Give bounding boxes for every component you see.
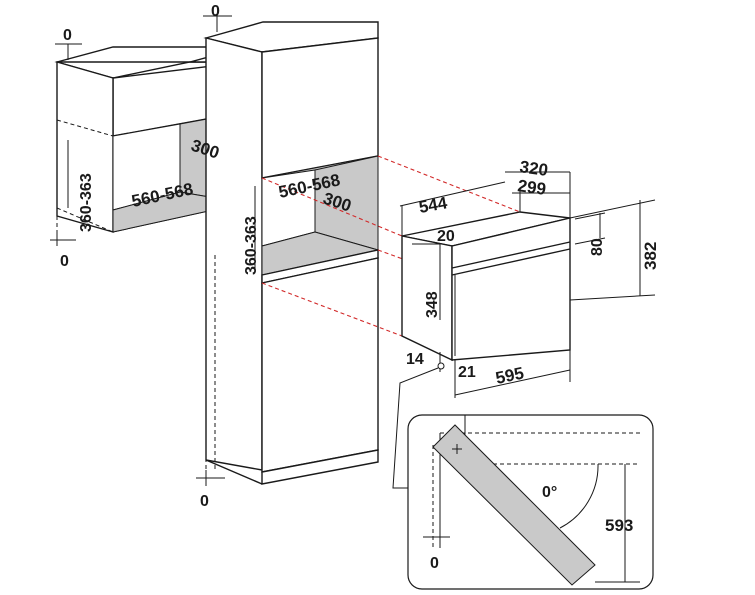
oven-bottom-offset-label: 14 [406,351,424,368]
wall-top-gap-label: 0 [63,27,72,44]
tall-cabinet [196,15,379,486]
oven-body-height-label: 348 [424,291,441,318]
oven-depth-total-label: 320 [518,157,549,180]
oven [399,171,656,398]
tall-niche-height-label: 360-363 [243,216,260,275]
door-gap-label: 0 [430,555,439,572]
tall-top-gap-label: 0 [211,3,220,20]
wall-niche-height-label: 360-363 [78,173,95,232]
door-angle-label: 0° [542,484,557,501]
oven-side-offset-label: 21 [458,364,476,381]
oven-front-width-label: 595 [494,363,526,387]
wall-bottom-gap-label: 0 [60,253,69,270]
alignment-guides [261,155,521,337]
oven-depth-body-label: 299 [516,176,547,199]
oven-top-offset-label: 20 [437,228,455,245]
oven-body-width-label: 544 [417,193,449,217]
tall-bottom-gap-label: 0 [200,493,209,510]
door-detail [392,362,654,590]
oven-panel-height-label: 80 [589,238,606,256]
door-height-label: 593 [605,516,633,535]
oven-front-height-label: 382 [641,242,660,270]
